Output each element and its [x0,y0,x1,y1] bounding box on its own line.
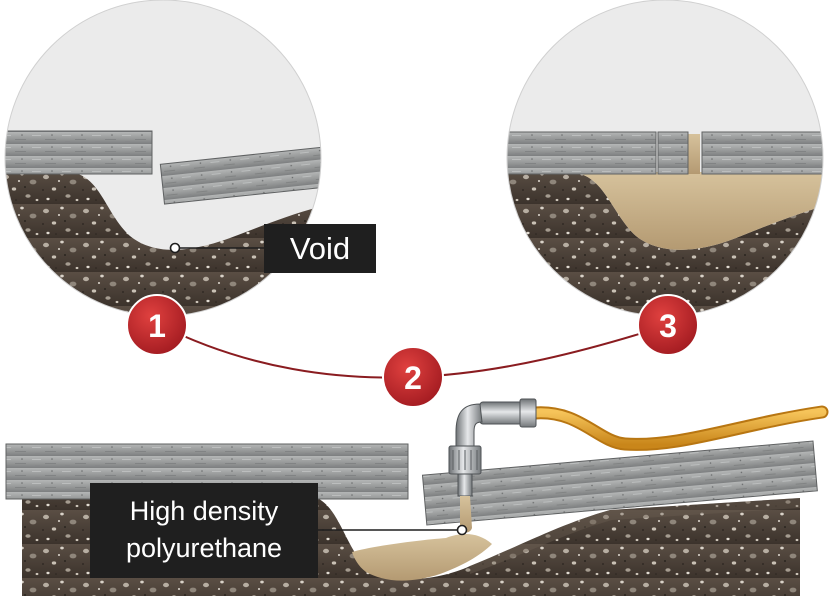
soil-surface-right [470,498,800,574]
polyurethane-fill [568,172,823,250]
void-callout: Void [169,224,376,273]
soil [5,172,321,316]
void-marker [169,242,181,254]
void-label-box [264,224,376,273]
void-label: Void [290,231,350,266]
concrete-slab-left [5,130,153,175]
concrete-slab-right-leveled [701,131,823,175]
polyurethane-stream [460,496,472,533]
step-number: 3 [659,308,677,344]
injection-nozzle-icon [448,398,537,497]
soil [507,172,823,316]
polyurethane-joint [686,134,700,174]
step-number: 1 [148,308,166,344]
polyurethane-marker [456,524,468,536]
concrete-slab-joint [657,131,689,175]
step-number: 2 [404,360,422,396]
step-badge-3: 3 [637,294,699,356]
polyurethane-injected [352,534,492,581]
detail-circle-void [4,0,322,317]
concrete-slab-left [507,131,657,175]
polyurethane-label-line2: polyurethane [126,533,282,563]
polyurethane-callout: High density polyurethane [90,483,468,578]
detail-circle-filled [506,0,824,317]
concrete-slab-right-lifting [421,440,818,526]
step-badge-2: 2 [382,346,444,408]
step-badge-1: 1 [126,294,188,356]
polyurethane-label-line1: High density [130,496,279,526]
polyurethane-label-box [90,483,318,578]
concrete-slab-right-sunken [159,145,321,205]
